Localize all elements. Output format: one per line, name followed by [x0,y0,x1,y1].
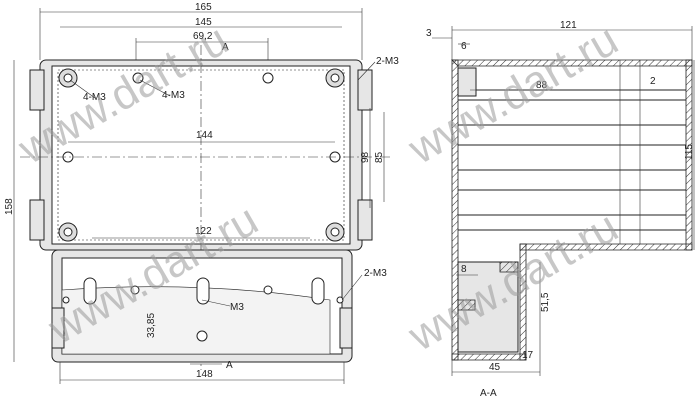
dim-height-overall: 158 [4,198,15,215]
label-thread-m3-low: M3 [230,302,244,313]
corner-boss-tr [325,68,345,88]
dim-8: 8 [461,264,467,275]
dim-17: 17 [522,350,534,361]
dim-51-5: 51,5 [540,292,551,312]
front-view: 165 145 69,2 A [4,2,399,384]
section-view: 121 3 6 88 2 115 [426,20,695,399]
dim-span-bottom: 122 [195,226,212,237]
section-mark-top: A [222,42,229,53]
watermark-top-right: www.dart.ru [400,15,627,174]
dim-45: 45 [489,362,501,373]
label-thread-2m3-bottom: 2-M3 [364,268,387,279]
section-mark-bottom: A [226,360,233,371]
dim-terminal-width: 148 [196,369,213,380]
dim-33-85: 33,85 [146,313,157,338]
dim-width-inner: 145 [195,17,212,28]
corner-boss-bl [58,222,78,242]
corner-boss-tl [58,68,78,88]
dim-screw-span-top: 69,2 [193,31,213,42]
dim-height-85: 85 [374,151,385,163]
label-thread-2m3-top: 2-M3 [376,56,399,67]
section-label: A-A [480,388,497,399]
dim-height-98: 98 [360,151,371,163]
dim-depth-overall: 121 [560,20,577,31]
corner-boss-br [325,222,345,242]
dim-span-mid: 144 [196,130,213,141]
dim-88: 88 [536,80,548,91]
dim-6: 6 [461,41,467,52]
label-thread-4m3: 4-M3 [83,92,106,103]
dim-height-115: 115 [684,144,695,160]
dim-2: 2 [650,76,656,87]
dim-width-overall: 165 [195,2,212,13]
label-thread-4m3-center: 4-M3 [162,90,185,101]
dim-offset-3: 3 [426,28,432,39]
